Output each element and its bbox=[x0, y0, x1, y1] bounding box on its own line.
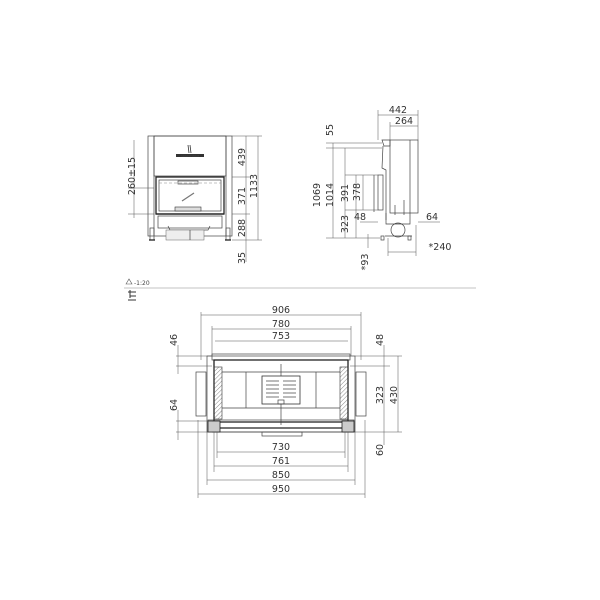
svg-text:391: 391 bbox=[340, 184, 351, 202]
svg-text:1069: 1069 bbox=[312, 183, 323, 207]
svg-text:850: 850 bbox=[272, 470, 290, 481]
svg-text:264: 264 bbox=[395, 116, 413, 127]
scale-icon bbox=[125, 278, 133, 285]
svg-text:950: 950 bbox=[272, 484, 290, 495]
svg-text:*93: *93 bbox=[360, 254, 371, 271]
svg-text:371: 371 bbox=[237, 187, 248, 205]
svg-text:-1:20: -1:20 bbox=[134, 280, 150, 287]
svg-text:323: 323 bbox=[375, 386, 386, 404]
svg-text:48: 48 bbox=[375, 334, 386, 346]
svg-text:442: 442 bbox=[389, 105, 407, 116]
side-view: 442 264 55 1069 1014 391 378 323 48 64 *… bbox=[312, 105, 451, 270]
plan-view: 906 780 753 46 64 48 323 430 60 730 7 bbox=[169, 305, 402, 498]
section-symbol-icon bbox=[128, 290, 136, 301]
scale-header: -1:20 bbox=[124, 278, 476, 301]
svg-text:64: 64 bbox=[426, 212, 438, 223]
svg-text:46: 46 bbox=[169, 334, 180, 346]
svg-text:288: 288 bbox=[237, 219, 248, 237]
svg-text:SPARTHERM: SPARTHERM bbox=[181, 154, 200, 158]
svg-text:730: 730 bbox=[272, 442, 290, 453]
svg-text:906: 906 bbox=[272, 305, 290, 316]
svg-text:780: 780 bbox=[272, 319, 290, 330]
svg-text:35: 35 bbox=[237, 252, 248, 264]
svg-text:753: 753 bbox=[272, 331, 290, 342]
svg-text:1014: 1014 bbox=[325, 183, 336, 207]
svg-text:378: 378 bbox=[352, 183, 363, 201]
front-view: SPARTHERM 260±15 439 371 288 bbox=[127, 135, 262, 264]
svg-text:*240: *240 bbox=[429, 242, 452, 253]
svg-text:64: 64 bbox=[169, 399, 180, 411]
svg-text:55: 55 bbox=[325, 124, 336, 136]
svg-text:260±15: 260±15 bbox=[127, 157, 138, 195]
brand-logo: SPARTHERM bbox=[176, 144, 204, 158]
svg-text:48: 48 bbox=[354, 212, 366, 223]
svg-text:323: 323 bbox=[340, 215, 351, 233]
svg-text:439: 439 bbox=[237, 148, 248, 166]
svg-text:1133: 1133 bbox=[249, 174, 260, 198]
svg-text:430: 430 bbox=[389, 386, 400, 404]
svg-text:60: 60 bbox=[375, 444, 386, 456]
svg-text:761: 761 bbox=[272, 456, 290, 467]
